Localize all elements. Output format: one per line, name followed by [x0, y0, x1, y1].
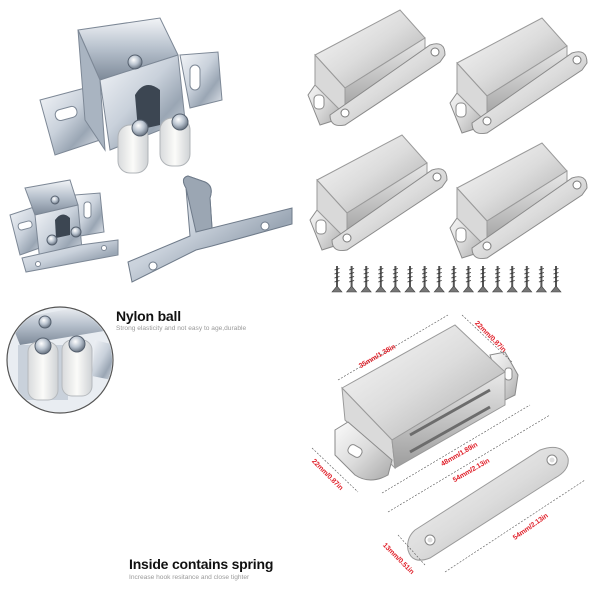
magnetic-catch-1 — [307, 9, 446, 126]
screw-icon — [375, 266, 387, 293]
callout-subtitle-spring: Increase hook resitance and close tighte… — [129, 574, 250, 581]
nylon-ball-detail-circle — [6, 306, 114, 414]
screw-icon — [418, 266, 431, 293]
screw-icon — [345, 266, 358, 293]
strike-plate-flat — [407, 446, 569, 561]
screw-icon — [550, 266, 562, 293]
double-roller-catch-large — [39, 17, 223, 174]
screws — [331, 266, 562, 293]
screw-icon — [521, 266, 533, 293]
screw-icon — [433, 266, 445, 293]
screw-icon — [448, 266, 460, 293]
screw-icon — [360, 266, 372, 293]
screw-icon — [331, 266, 343, 293]
callout-subtitle-nylon-ball: Strong elasticity and not easy to age,du… — [116, 325, 247, 332]
screw-icon — [477, 266, 489, 293]
screw-icon — [404, 266, 416, 293]
screw-icon — [535, 266, 548, 293]
screw-icon — [462, 266, 475, 293]
magnetic-catch-dimensioned — [334, 324, 519, 481]
panel-dimensions: 35mm/1.38in 22mm/0.87in 22mm/0.87in 48mm… — [300, 300, 600, 600]
dimension-lines — [311, 314, 586, 573]
magnetic-catch-3 — [309, 134, 448, 252]
strike-plate-bent — [127, 175, 293, 283]
screw-icon — [389, 266, 402, 293]
screw-icon — [491, 266, 504, 293]
callout-title-spring: Inside contains spring — [129, 556, 274, 572]
magnetic-catch-4 — [449, 142, 588, 260]
screw-icon — [506, 266, 518, 293]
panel-feature-callouts: Nylon ball Strong elasticity and not eas… — [0, 300, 300, 600]
panel-magnetic-catches — [300, 0, 600, 300]
double-roller-catch-small — [9, 179, 119, 273]
magnetic-catch-2 — [449, 17, 588, 135]
panel-roller-catches — [0, 0, 300, 300]
callout-title-nylon-ball: Nylon ball — [116, 308, 181, 324]
